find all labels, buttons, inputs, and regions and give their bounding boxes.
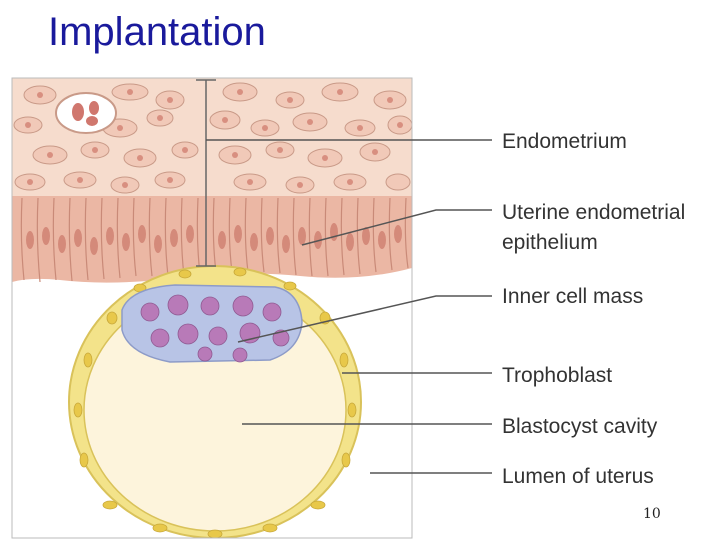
label-endometrium: Endometrium [502,130,627,153]
label-uterine-epithelium-line2: epithelium [502,231,598,254]
page-number: 10 [643,506,661,522]
illustration-frame [11,77,413,539]
inner-cell-mass-shape [121,284,303,363]
label-blastocyst-cavity: Blastocyst cavity [502,415,658,438]
epithelium-nuclei [26,223,402,255]
epithelium-band [12,196,412,283]
label-uterine-epithelium-line1: Uterine endometrial [502,201,686,224]
leader-inner-cell-mass [237,295,492,343]
inner-cell-nuclei [140,294,290,363]
scale-bar [196,79,216,267]
blastocyst [68,265,362,538]
blood-vessel [55,92,117,134]
trophoblast-nuclei [73,267,357,538]
leader-lines [206,139,492,474]
label-trophoblast: Trophoblast [502,364,613,387]
label-inner-cell-mass: Inner cell mass [502,285,644,308]
slide-title: Implantation [48,10,266,54]
stroma-cells [13,82,412,194]
label-lumen-of-uterus: Lumen of uterus [502,465,654,488]
stroma-nuclei [25,89,403,188]
leader-uterine-epithelium [301,209,492,246]
